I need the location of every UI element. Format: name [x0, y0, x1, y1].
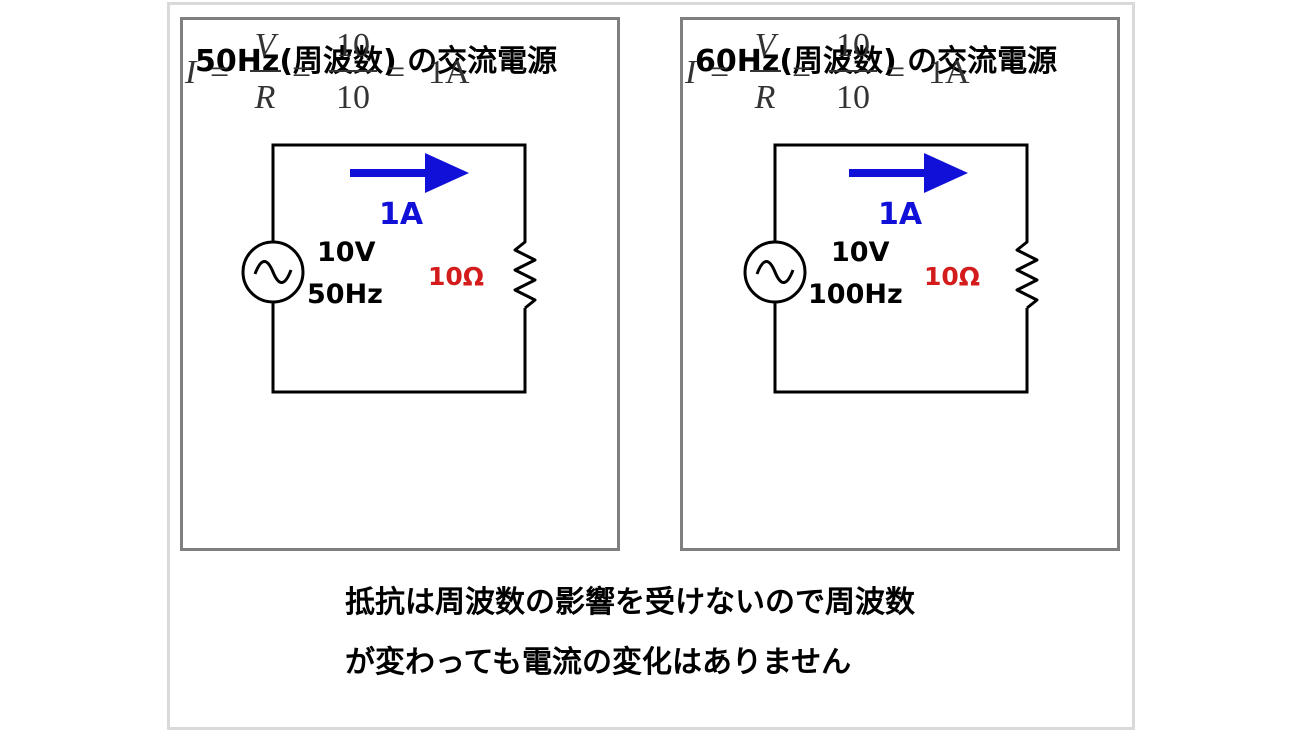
current-label: 1A — [379, 197, 424, 232]
formula-equals-1: = — [710, 54, 729, 91]
formula-resistance-symbol: R — [254, 79, 276, 116]
circuit-wires — [773, 143, 1029, 394]
formula-numerator: 10 — [836, 27, 870, 64]
resistor-symbol — [513, 232, 537, 310]
frequency-label: 50Hz — [307, 279, 383, 310]
formula-result: 1A — [928, 54, 970, 91]
formula-current-symbol: I — [184, 54, 198, 91]
diagram-frame: 50Hz(周波数) の交流電源 1A 10V 50Hz 10Ω — [167, 2, 1135, 730]
frequency-label: 100Hz — [808, 279, 903, 310]
resistor-symbol — [1015, 232, 1039, 310]
formula-equals-3: = — [886, 54, 905, 91]
formula-numerator: 10 — [336, 27, 370, 64]
current-arrow — [849, 153, 968, 193]
formula-equals-2: = — [792, 54, 811, 91]
formula-resistance-symbol: R — [754, 79, 776, 116]
note-line-1: 抵抗は周波数の影響を受けないので周波数 — [345, 585, 915, 620]
formula-equals-1: = — [210, 54, 229, 91]
note-line-2: が変わっても電流の変化はありません — [345, 645, 852, 680]
ohms-law-formula: I = V R = 10 10 = 1A — [184, 27, 470, 116]
formula-result: 1A — [428, 54, 470, 91]
formula-equals-2: = — [292, 54, 311, 91]
panel-title: 60Hz(周波数) の交流電源 — [695, 44, 1058, 79]
voltage-label: 10V — [317, 237, 376, 268]
formula-equals-3: = — [386, 54, 405, 91]
current-arrow — [350, 153, 469, 193]
formula-current-symbol: I — [684, 54, 698, 91]
circuit-diagram: 1A 10V 100Hz 10Ω — [743, 143, 1039, 394]
ac-source-icon — [241, 240, 305, 304]
formula-voltage-symbol: V — [755, 27, 780, 64]
ohms-law-formula: I = V R = 10 10 = 1A — [684, 27, 970, 116]
current-label: 1A — [878, 197, 923, 232]
formula-denominator: 10 — [836, 79, 870, 116]
circuit-diagram: 1A 10V 50Hz 10Ω — [241, 143, 537, 394]
resistance-label: 10Ω — [924, 262, 980, 291]
formula-denominator: 10 — [336, 79, 370, 116]
formula-voltage-symbol: V — [255, 27, 280, 64]
panel-50hz: 50Hz(周波数) の交流電源 1A 10V 50Hz 10Ω — [180, 17, 620, 551]
ac-source-icon — [743, 240, 807, 304]
voltage-label: 10V — [831, 237, 890, 268]
panel-title: 50Hz(周波数) の交流電源 — [195, 44, 558, 79]
resistance-label: 10Ω — [428, 262, 484, 291]
panel-60hz: 60Hz(周波数) の交流電源 1A 10V 100Hz 10Ω I — [680, 17, 1120, 551]
circuit-wires — [271, 143, 527, 394]
